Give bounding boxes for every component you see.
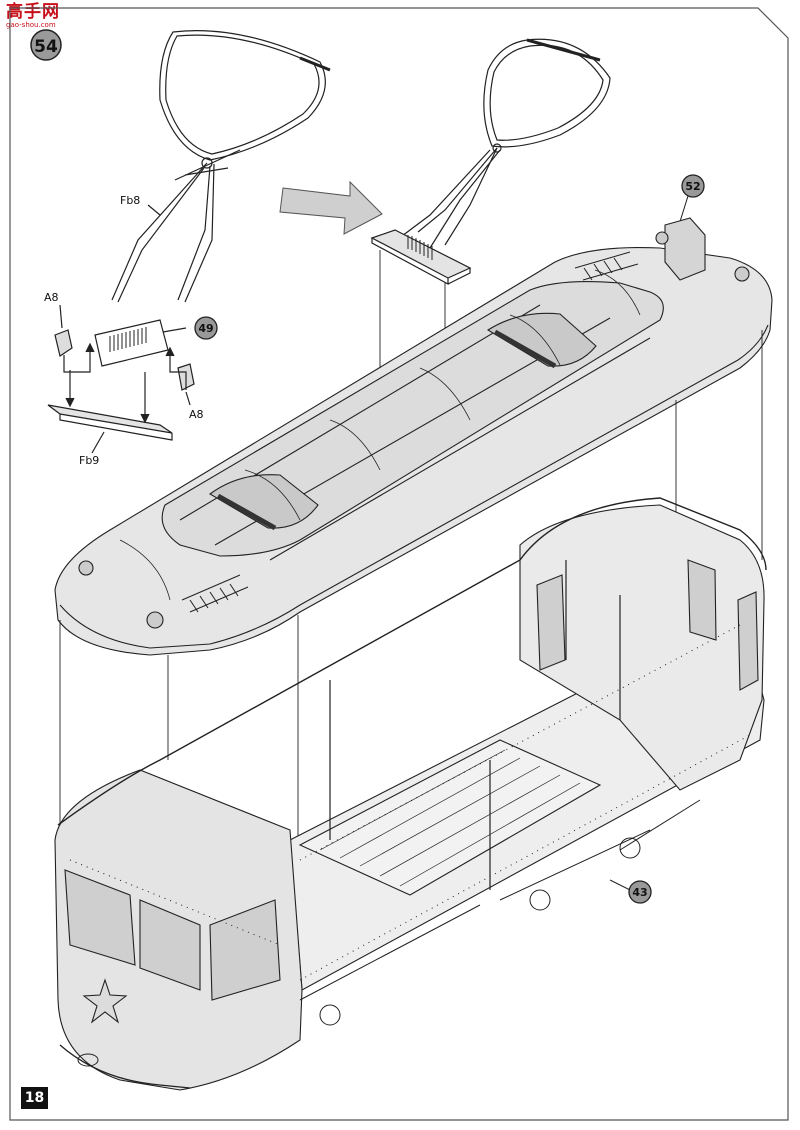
pantograph-arm-r2 — [184, 163, 215, 303]
pantograph-assembled — [370, 38, 611, 444]
leader-a8-left — [59, 304, 63, 329]
part-a8-left-shape — [54, 329, 73, 357]
roof-drop-lines — [59, 330, 763, 860]
chassis-bottom — [59, 799, 701, 1089]
pantograph-bow-inner — [165, 34, 320, 155]
body-top-rail — [57, 497, 767, 826]
roof-mount-tower — [664, 217, 706, 281]
assembled-arm-2 — [444, 147, 498, 246]
assembled-bow-inner — [489, 44, 604, 141]
pantograph-spring — [109, 327, 147, 352]
roof-ladder-front — [181, 574, 249, 613]
front-star-emblem — [82, 978, 128, 1024]
assembled-spring — [407, 235, 433, 260]
roof-lamp-rear — [734, 266, 750, 282]
roof-vent-rear — [486, 312, 597, 367]
assembled-arm-1 — [417, 147, 498, 233]
body-rivets — [69, 624, 751, 981]
assembly-arrow-a8-left — [63, 348, 91, 373]
roof-side-band — [59, 324, 769, 649]
svg-text:43: 43 — [632, 886, 647, 899]
front-window-right — [209, 899, 281, 1001]
roof-vent-front — [208, 474, 319, 529]
callout-43: 43 — [609, 879, 652, 904]
leader-a8-right — [185, 391, 191, 406]
label-fb8: Fb8 — [120, 194, 140, 207]
roof-vent-front-slot — [216, 493, 277, 531]
callout-52: 52 — [677, 174, 705, 229]
roof-vent-rear-slot — [493, 329, 557, 369]
step-badge: 54 — [30, 29, 62, 61]
front-window-center — [139, 899, 201, 991]
pantograph-cross — [174, 149, 241, 181]
roof-ladder-rear — [574, 251, 639, 281]
assembled-arm-4 — [429, 149, 501, 249]
tram-roof — [54, 217, 773, 656]
watermark-url: gao-shou.com — [6, 21, 56, 29]
assembled-arm-3 — [401, 149, 491, 237]
rear-window-1 — [536, 574, 566, 671]
leader-49 — [162, 327, 187, 333]
roof-posts — [329, 560, 621, 890]
assembled-base-plate — [370, 229, 472, 279]
label-a8-right: A8 — [189, 408, 204, 421]
transition-arrow — [279, 180, 383, 235]
pantograph-base — [94, 319, 169, 367]
callout-49: 49 — [194, 316, 218, 340]
pantograph-bow-outer — [159, 30, 326, 161]
pantograph-arm-l2 — [117, 167, 205, 303]
assembly-arrow-a8-right — [169, 352, 187, 390]
svg-text:52: 52 — [685, 180, 700, 193]
leader-fb9 — [91, 431, 105, 454]
rear-window-2 — [687, 559, 717, 641]
pantograph-arm-r1 — [177, 165, 211, 301]
pantograph-exploded — [47, 30, 331, 454]
pantograph-arm-l1 — [111, 162, 208, 301]
roof-lantern-rail-3 — [269, 337, 651, 561]
front-window-left — [64, 869, 136, 966]
roof-lamp-front-2 — [146, 611, 164, 629]
interior-floor — [298, 739, 602, 896]
pantograph-contact-strip — [299, 56, 331, 72]
label-fb9: Fb9 — [79, 454, 99, 467]
page-number: 18 — [21, 1087, 48, 1109]
roof-lamp-front-1 — [78, 560, 94, 576]
rear-window-3 — [737, 591, 759, 691]
roof-seams — [119, 269, 641, 601]
page-frame — [9, 7, 789, 1121]
label-a8-left: A8 — [44, 291, 59, 304]
tram-body — [54, 330, 767, 1091]
leader-fb8 — [147, 204, 161, 216]
assembled-bow-outer — [483, 38, 611, 148]
svg-text:49: 49 — [198, 322, 213, 335]
step-number: 54 — [34, 37, 58, 57]
